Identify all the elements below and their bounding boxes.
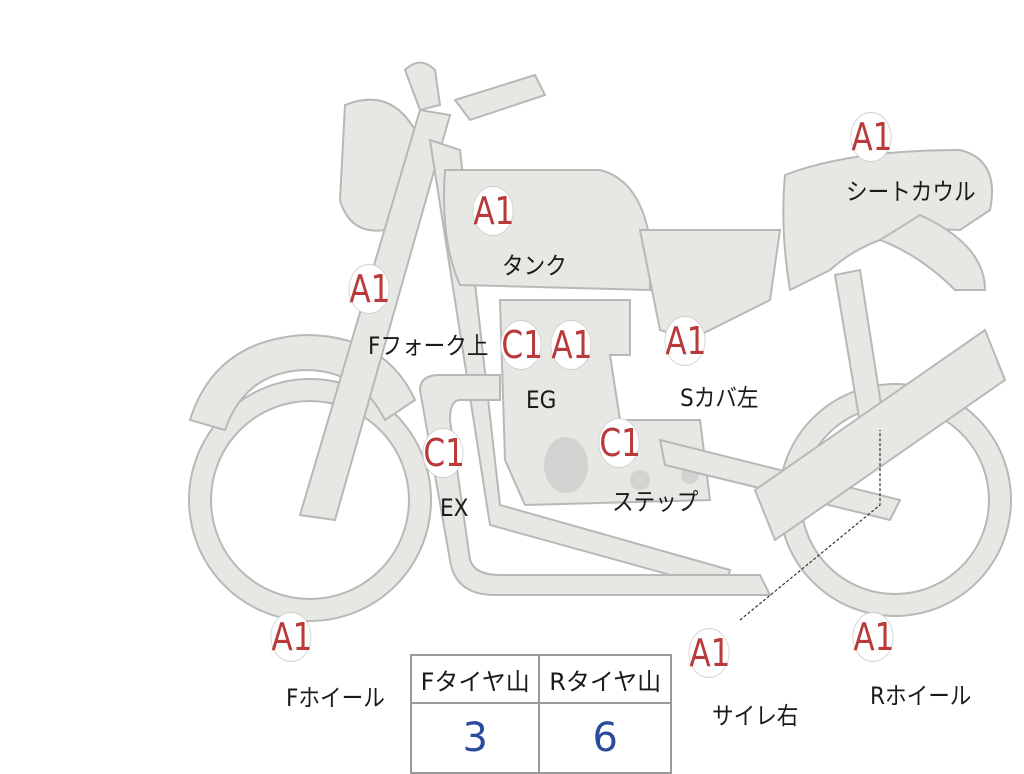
tire-header-front: Fタイヤ山: [409, 654, 541, 704]
front-fork: [298, 108, 452, 522]
grade-badge-seat-cowl: A1: [850, 112, 892, 162]
side-cover: [638, 229, 782, 342]
silencer-leader-line: [739, 430, 881, 621]
label-step: ステップ: [612, 488, 699, 516]
label-s-cover-left: Sカバ左: [680, 384, 759, 412]
label-tank: タンク: [502, 252, 567, 280]
grade-badge-step: C1: [598, 418, 641, 468]
label-f-wheel: Fホイール: [286, 684, 385, 712]
tire-value-rear: 6: [538, 702, 672, 774]
grade-badge-f-wheel: A1: [270, 612, 312, 662]
grade-badge-silencer-right: A1: [688, 628, 730, 678]
label-eg: EG: [526, 386, 557, 414]
mirror: [403, 61, 442, 112]
label-f-fork-upper: Fフォーク上: [368, 332, 489, 360]
label-ex: EX: [440, 494, 469, 522]
grade-badge-f-fork-upper: A1: [348, 264, 390, 314]
tire-value-front: 3: [409, 702, 541, 774]
tire-header-rear: Rタイヤ山: [538, 654, 672, 704]
label-r-wheel: Rホイール: [870, 682, 972, 710]
grade-badge-r-wheel: A1: [852, 612, 894, 662]
grade-badge-eg-2: A1: [550, 320, 592, 370]
tire-tread-table: Fタイヤ山 Rタイヤ山 3 6: [409, 654, 672, 774]
grade-badge-s-cover-left: A1: [664, 316, 706, 366]
grade-badge-ex: C1: [422, 428, 465, 478]
engine-cover: [544, 437, 588, 493]
grade-badge-eg-1: C1: [500, 320, 543, 370]
label-seat-cowl: シートカウル: [846, 178, 976, 206]
rear-fender: [877, 213, 987, 291]
step-peg: [630, 470, 650, 490]
grade-badge-tank: A1: [472, 186, 514, 236]
handlebar: [453, 73, 547, 122]
label-silencer-right: サイレ右: [712, 702, 799, 730]
exhaust-pipe: [418, 374, 772, 596]
